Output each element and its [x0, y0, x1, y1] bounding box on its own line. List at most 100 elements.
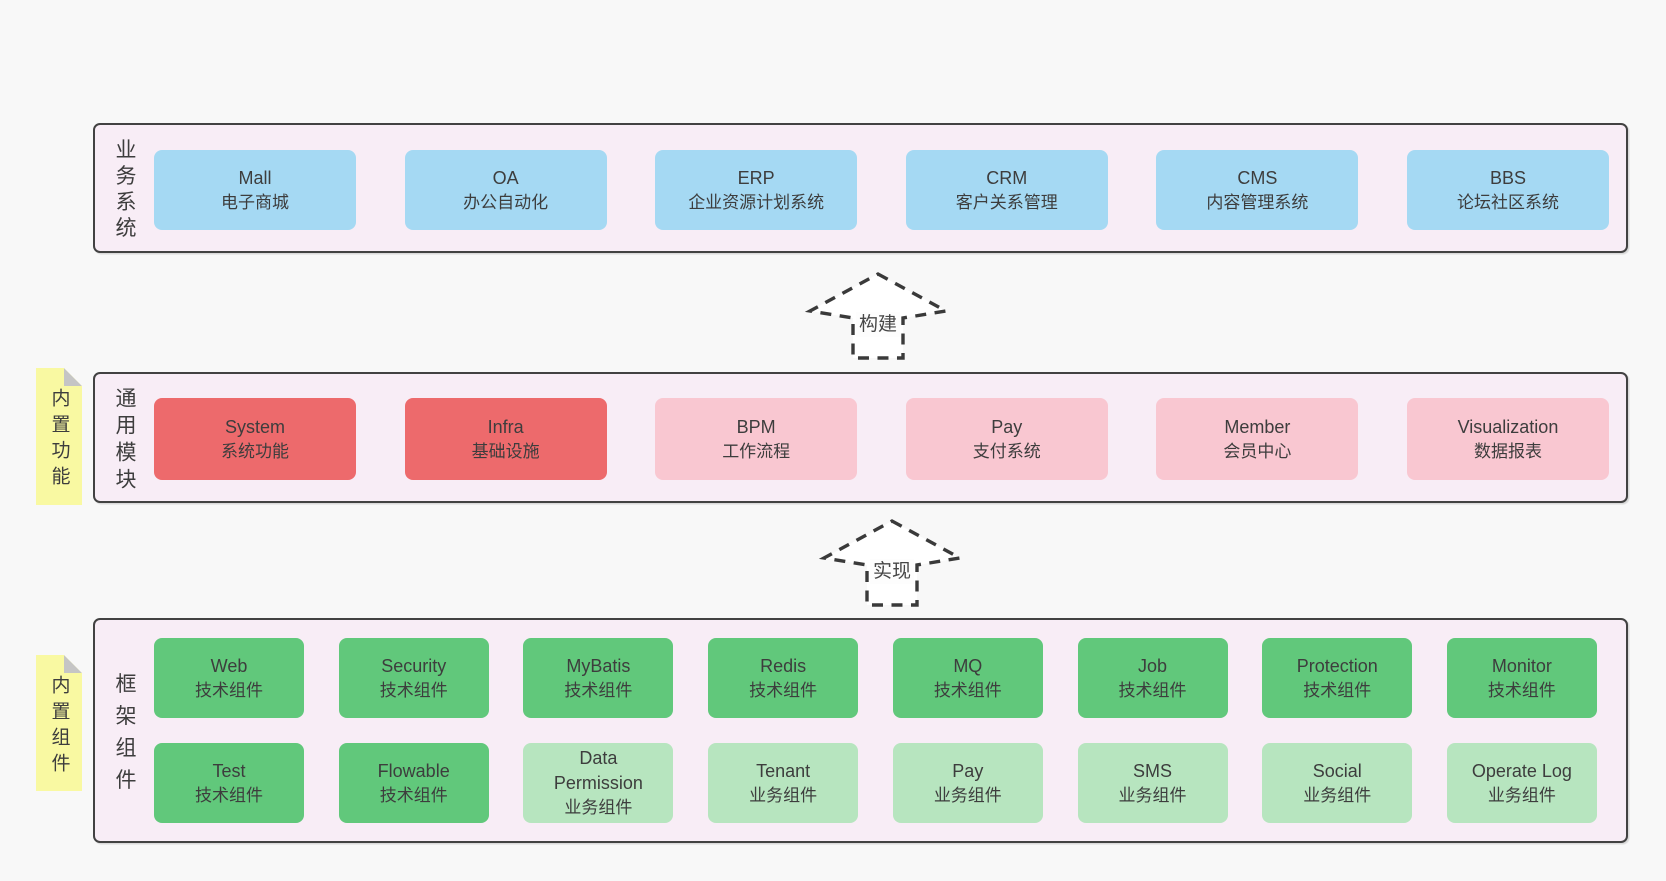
- box-subtitle: 业务组件: [933, 785, 1002, 805]
- box-title: Job: [1138, 655, 1168, 676]
- box-title: Member: [1224, 416, 1291, 437]
- business-systems-row: Mall 电子商城 OA 办公自动化 ERP 企业资源计划系统 CRM 客户关系…: [154, 150, 1609, 230]
- box-mall: Mall 电子商城: [154, 150, 356, 230]
- box-subtitle: 论坛社区系统: [1456, 192, 1559, 212]
- box-subtitle: 技术组件: [1118, 680, 1187, 700]
- box-test: Test 技术组件: [154, 743, 304, 823]
- box-title: Mall: [238, 167, 272, 188]
- box-subtitle: 企业资源计划系统: [688, 192, 825, 212]
- box-subtitle: 系统功能: [221, 441, 289, 461]
- box-subtitle: 技术组件: [1487, 680, 1556, 700]
- box-subtitle: 技术组件: [933, 680, 1002, 700]
- framework-components-row-2: Test 技术组件 Flowable 技术组件 Data Permission …: [154, 743, 1597, 823]
- box-subtitle: 技术组件: [749, 680, 818, 700]
- box-subtitle: 技术组件: [564, 680, 633, 700]
- box-subtitle: 业务组件: [1487, 785, 1556, 805]
- common-modules-row: System 系统功能 Infra 基础设施 BPM 工作流程 Pay 支付系统…: [154, 398, 1609, 480]
- box-pay-module: Pay 支付系统: [905, 398, 1108, 480]
- box-mq: MQ 技术组件: [892, 638, 1043, 718]
- box-data-permission: Data Permission 业务组件: [523, 743, 674, 823]
- band-label-business-systems: 业务系统: [113, 138, 136, 243]
- framework-components-row-1: Web 技术组件 Security 技术组件 MyBatis 技术组件 Redi…: [154, 638, 1597, 718]
- box-title: Monitor: [1491, 655, 1552, 676]
- box-tenant: Tenant 业务组件: [708, 743, 859, 823]
- box-mybatis: MyBatis 技术组件: [523, 638, 674, 718]
- box-title: Protection: [1296, 655, 1378, 676]
- box-subtitle: 技术组件: [379, 680, 448, 700]
- box-system: System 系统功能: [154, 398, 356, 480]
- box-subtitle: 业务组件: [749, 785, 818, 805]
- box-title: Data Permission: [553, 748, 643, 793]
- arrow-implement: 实现: [818, 519, 966, 607]
- box-title: Infra: [487, 416, 524, 437]
- box-bbs: BBS 论坛社区系统: [1406, 150, 1609, 230]
- box-title: Visualization: [1457, 416, 1559, 437]
- box-title: CRM: [986, 167, 1028, 188]
- box-redis: Redis 技术组件: [708, 638, 859, 718]
- box-subtitle: 技术组件: [195, 785, 263, 805]
- box-erp: ERP 企业资源计划系统: [655, 150, 858, 230]
- box-title: BBS: [1489, 167, 1526, 188]
- box-title: System: [224, 416, 285, 437]
- box-subtitle: 业务组件: [1118, 785, 1187, 805]
- box-subtitle: 技术组件: [379, 785, 448, 805]
- arrow-build-label: 构建: [855, 312, 901, 337]
- sticky-note-builtin-features: 内置功能: [36, 368, 82, 505]
- box-protection: Protection 技术组件: [1262, 638, 1413, 718]
- box-title: OA: [492, 167, 519, 188]
- box-sms: SMS 业务组件: [1077, 743, 1228, 823]
- sticky-note-text: 内置功能: [48, 388, 70, 492]
- box-oa: OA 办公自动化: [404, 150, 607, 230]
- band-business-systems: 业务系统 Mall 电子商城 OA 办公自动化 ERP 企业资源计划系统 CRM…: [93, 123, 1628, 253]
- box-title: Tenant: [756, 760, 811, 781]
- arrow-implement-label: 实现: [869, 559, 915, 584]
- folded-corner-icon: [64, 655, 82, 673]
- box-title: Security: [381, 655, 447, 676]
- box-subtitle: 基础设施: [471, 441, 540, 461]
- box-title: CMS: [1237, 167, 1278, 188]
- box-title: SMS: [1133, 760, 1173, 781]
- box-crm: CRM 客户关系管理: [905, 150, 1108, 230]
- box-subtitle: 电子商城: [221, 192, 289, 212]
- sticky-note-text: 内置组件: [48, 674, 70, 779]
- box-subtitle: 技术组件: [195, 680, 263, 700]
- box-title: Pay: [952, 760, 984, 781]
- box-infra: Infra 基础设施: [404, 398, 607, 480]
- box-pay-component: Pay 业务组件: [892, 743, 1043, 823]
- sticky-note-builtin-components: 内置组件: [36, 655, 82, 791]
- band-label-framework-components: 框架组件: [113, 672, 136, 800]
- box-subtitle: 业务组件: [1303, 785, 1372, 805]
- box-title: BPM: [736, 416, 776, 437]
- box-subtitle: 业务组件: [564, 798, 633, 817]
- box-title: Redis: [760, 655, 807, 676]
- box-subtitle: 会员中心: [1223, 441, 1292, 461]
- arrow-build: 构建: [804, 272, 952, 360]
- box-social: Social 业务组件: [1262, 743, 1413, 823]
- box-title: MQ: [953, 655, 983, 676]
- box-subtitle: 办公自动化: [463, 192, 549, 212]
- box-member: Member 会员中心: [1156, 398, 1359, 480]
- box-visualization: Visualization 数据报表: [1406, 398, 1609, 480]
- box-title: Flowable: [377, 760, 450, 781]
- box-title: Web: [210, 655, 248, 676]
- box-flowable: Flowable 技术组件: [338, 743, 489, 823]
- box-subtitle: 工作流程: [722, 441, 791, 461]
- box-security: Security 技术组件: [338, 638, 489, 718]
- folded-corner-icon: [64, 368, 82, 386]
- box-title: Operate Log: [1471, 760, 1572, 781]
- band-label-common-modules: 通用模块: [113, 386, 136, 495]
- box-subtitle: 客户关系管理: [955, 192, 1058, 212]
- box-title: Test: [212, 760, 246, 781]
- box-subtitle: 支付系统: [972, 441, 1041, 461]
- box-subtitle: 技术组件: [1303, 680, 1372, 700]
- box-title: ERP: [737, 167, 775, 188]
- box-bpm: BPM 工作流程: [655, 398, 858, 480]
- box-title: Pay: [991, 416, 1023, 437]
- band-framework-components: 框架组件 Web 技术组件 Security 技术组件 MyBatis 技术组件…: [93, 618, 1628, 843]
- box-title: Social: [1312, 760, 1362, 781]
- box-subtitle: 内容管理系统: [1206, 192, 1309, 212]
- band-common-modules: 通用模块 System 系统功能 Infra 基础设施 BPM 工作流程 Pay…: [93, 372, 1628, 503]
- box-cms: CMS 内容管理系统: [1156, 150, 1359, 230]
- box-title: MyBatis: [566, 655, 631, 676]
